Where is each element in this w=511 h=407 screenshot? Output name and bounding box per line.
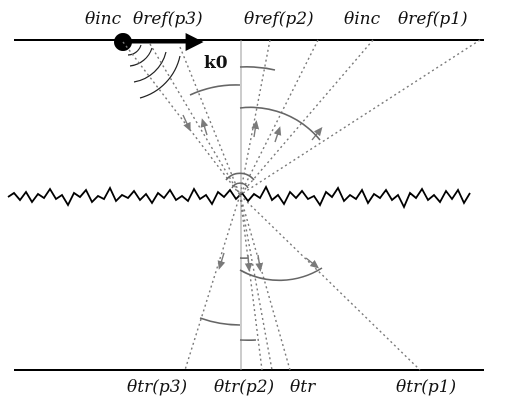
label-theta-tr: θtr [290,377,316,397]
label-theta-inc-source: θinc [85,9,122,29]
label-theta-tr-p2: θtr(p2) [214,377,274,397]
rough-surface-profile [7,184,471,210]
ray-arrowheads [182,114,323,272]
label-theta-tr-p3: θtr(p3) [127,377,187,397]
label-theta-ref-p1: θref(p1) [398,9,468,29]
label-theta-inc-right: θinc [344,9,381,29]
angle-arcs [189,66,323,342]
label-k0: k0 [204,53,228,73]
wavefront-arcs [127,44,181,99]
reflected-incident-rays [122,39,481,196]
transmitted-rays [184,194,421,371]
label-theta-tr-p1: θtr(p1) [396,377,456,397]
label-theta-ref-p3: θref(p3) [133,9,203,29]
label-theta-ref-p2: θref(p2) [244,9,314,29]
